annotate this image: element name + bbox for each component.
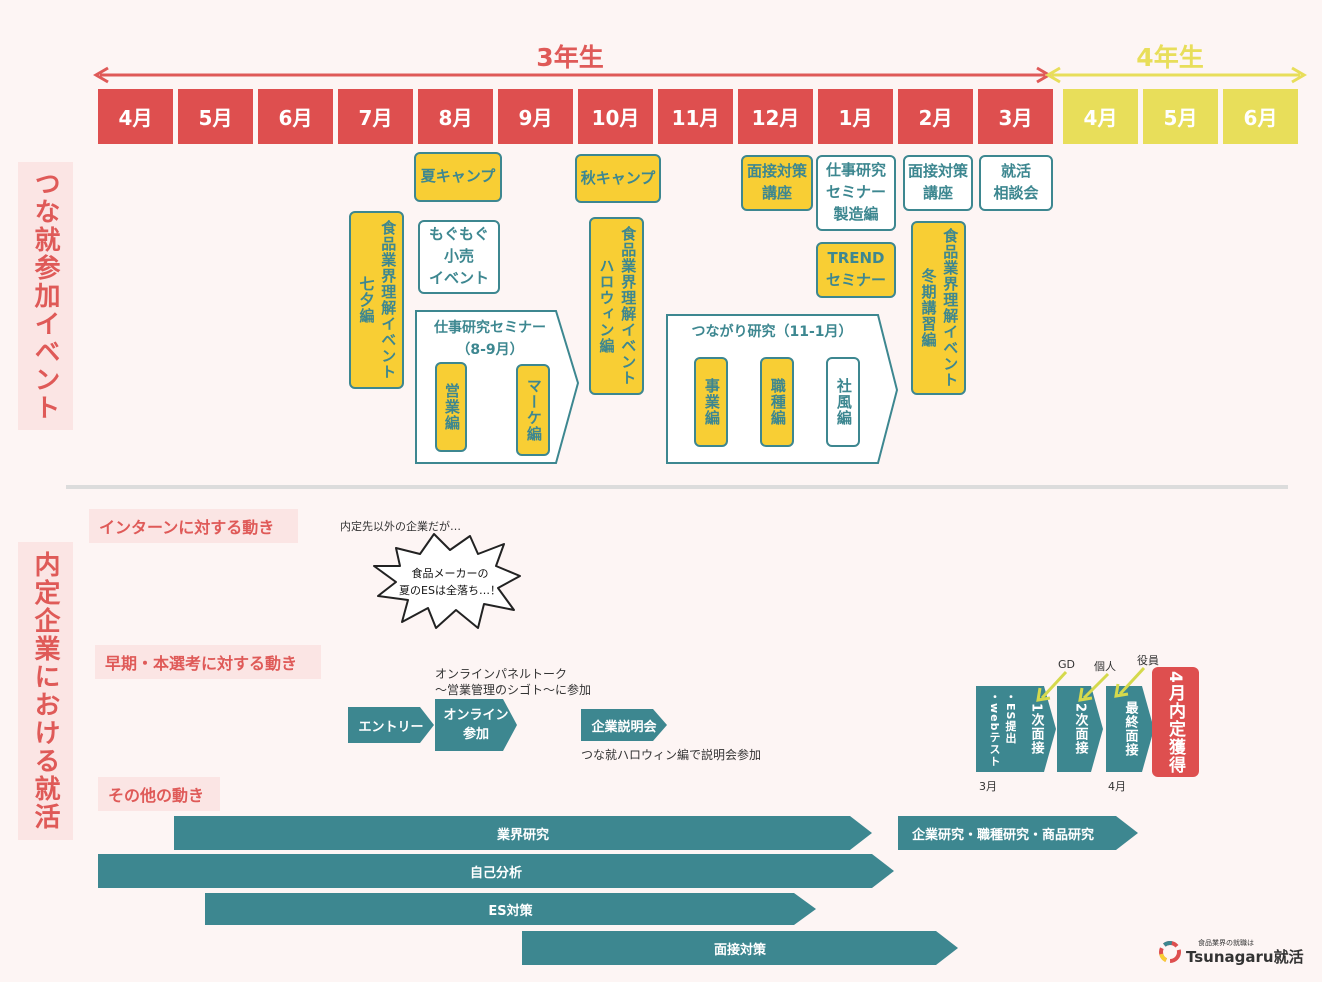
shokushu-label: 職種編 xyxy=(768,378,787,426)
setsumeikai-label: 企業説明会 xyxy=(591,719,657,735)
shigoto-seminar-title: 仕事研究セミナー xyxy=(434,320,546,336)
eigyo-label: 営業編 xyxy=(442,383,461,431)
intern-section-heading: インターンに対する動き xyxy=(89,509,298,543)
shokushu-box: 職種編 xyxy=(760,357,794,447)
setsumeikai-arrow: 企業説明会 xyxy=(581,709,667,741)
company-side-label: 内定企業における就活 xyxy=(18,542,73,840)
shigoto-seminar-period: （8-9月） xyxy=(456,341,524,358)
shokuhin-halloween-label: 食品業界理解イベントハロウィン編 xyxy=(597,226,638,386)
kigyo-kenkyu-label: 企業研究・職種研究・商品研究 xyxy=(912,827,1095,843)
shokuhin-winter-label: 食品業界理解イベント冬期講習編 xyxy=(919,228,960,388)
year-3-label: 3年生 xyxy=(536,43,604,72)
month-mar: 3月 xyxy=(978,89,1053,144)
other-section-heading: その他の動き xyxy=(98,777,220,811)
mentsetsu-course-box-1: 面接対策 講座 xyxy=(741,155,813,211)
second-interview-label: 2次面接 xyxy=(1072,702,1088,756)
event-group-outlines xyxy=(415,310,899,464)
es-taisaku-label: ES対策 xyxy=(488,903,533,919)
mogumogu-box: もぐもぐ 小売 イベント xyxy=(418,220,500,294)
year-arrows xyxy=(93,66,1307,84)
selection-pointer-arrows xyxy=(1036,666,1146,702)
first-interview-label: 1次面接 xyxy=(1028,702,1044,756)
shafu-box: 社風編 xyxy=(826,357,860,447)
logo-tagline: 食品業界の就職は xyxy=(1198,939,1254,947)
marketing-box: マーケ編 xyxy=(516,364,550,456)
final-interview-label: 最終面接 xyxy=(1122,701,1138,757)
month-apr-4: 4月 xyxy=(1063,89,1138,144)
setsumeikai-note: つな就ハロウィン編で説明会参加 xyxy=(581,748,762,762)
logo-icon xyxy=(1159,941,1181,963)
eigyo-box: 営業編 xyxy=(435,362,467,452)
jiko-bunseki-label: 自己分析 xyxy=(469,865,522,881)
yakuin-label: 役員 xyxy=(1137,654,1159,667)
month-dec: 12月 xyxy=(738,89,813,144)
shafu-label: 社風編 xyxy=(834,378,853,426)
month-nov: 11月 xyxy=(658,89,733,144)
tsunagari-title: つながり研究（11-1月） xyxy=(691,324,853,340)
month-jun-4: 6月 xyxy=(1223,89,1298,144)
autumn-camp-label: 秋キャンプ xyxy=(580,168,656,187)
april-label: 4月 xyxy=(1108,780,1126,793)
online-label: オンライン 参加 xyxy=(443,707,509,742)
mensetsu-taisaku-bar: 面接対策 xyxy=(522,931,958,965)
shigoto-seizo-box: 仕事研究 セミナー 製造編 xyxy=(816,155,896,231)
mogumogu-label: もぐもぐ 小売 イベント xyxy=(428,225,489,287)
summer-camp-label: 夏キャンプ xyxy=(420,167,496,186)
shokuhin-winter-box: 食品業界理解イベント冬期講習編 xyxy=(911,221,966,395)
autumn-camp-box: 秋キャンプ xyxy=(575,154,661,203)
shukatsu-soudan-label: 就活 相談会 xyxy=(993,162,1039,202)
gyokai-kenkyu-label: 業界研究 xyxy=(496,827,549,843)
month-oct: 10月 xyxy=(578,89,653,144)
year-4-label: 4年生 xyxy=(1136,43,1204,72)
intern-note: 内定先以外の企業だが… xyxy=(340,520,461,533)
naitei-label: 4月内定獲得 xyxy=(1165,670,1185,774)
online-note: オンラインパネルトーク ～営業管理のシゴト～に参加 xyxy=(435,667,592,698)
shokuhin-tanabata-label: 食品業界理解イベント七夕編 xyxy=(357,220,398,380)
events-side-label: つな就参加イベント xyxy=(18,162,73,430)
shokuhin-tanabata-box: 食品業界理解イベント七夕編 xyxy=(349,211,404,389)
trend-seminar-label: TREND セミナー xyxy=(825,249,886,289)
shokuhin-halloween-box: 食品業界理解イベントハロウィン編 xyxy=(589,217,644,395)
shigoto-seizo-label: 仕事研究 セミナー 製造編 xyxy=(825,161,886,223)
mentsetsu-course-label-2: 面接対策 講座 xyxy=(907,162,968,202)
logo-name: Tsunagaru就活 xyxy=(1186,948,1304,966)
naitei-box: 4月内定獲得 xyxy=(1152,667,1199,777)
kigyo-kenkyu-bar: 企業研究・職種研究・商品研究 xyxy=(898,816,1138,850)
month-may: 5月 xyxy=(178,89,253,144)
jigyo-box: 事業編 xyxy=(694,357,728,447)
jiko-bunseki-bar: 自己分析 xyxy=(98,854,894,888)
online-arrow: オンライン 参加 xyxy=(435,699,517,751)
month-jun: 6月 xyxy=(258,89,333,144)
early-section-heading: 早期・本選考に対する動き xyxy=(95,645,321,679)
es-taisaku-bar: ES対策 xyxy=(205,893,816,925)
month-aug: 8月 xyxy=(418,89,493,144)
month-jan: 1月 xyxy=(818,89,893,144)
month-apr: 4月 xyxy=(98,89,173,144)
summer-camp-box: 夏キャンプ xyxy=(414,152,502,202)
gyokai-kenkyu-bar: 業界研究 xyxy=(174,816,872,850)
shigoto-seminar-heading: 仕事研究セミナー （8-9月） xyxy=(416,318,564,361)
entry-arrow: エントリー xyxy=(348,707,434,743)
burst-bubble-text: 食品メーカーの 夏のESは全落ち…！ xyxy=(399,567,501,597)
trend-seminar-box: TREND セミナー xyxy=(816,242,896,298)
burst-bubble xyxy=(373,533,521,629)
kojin-label: 個人 xyxy=(1094,660,1116,673)
jigyo-label: 事業編 xyxy=(702,378,721,426)
logo: 食品業界の就職は Tsunagaru就活 xyxy=(1158,938,1308,966)
month-sep: 9月 xyxy=(498,89,573,144)
shukatsu-soudan-box: 就活 相談会 xyxy=(979,155,1053,211)
gd-label: GD xyxy=(1058,658,1075,671)
mensetsu-taisaku-label: 面接対策 xyxy=(713,942,766,958)
march-label: 3月 xyxy=(979,780,997,793)
month-feb: 2月 xyxy=(898,89,973,144)
month-jul: 7月 xyxy=(338,89,413,144)
mentsetsu-course-box-2: 面接対策 講座 xyxy=(903,155,973,211)
mentsetsu-course-label-1: 面接対策 講座 xyxy=(746,162,807,202)
marketing-label: マーケ編 xyxy=(524,378,543,442)
entry-label: エントリー xyxy=(358,719,424,735)
month-may-4: 5月 xyxy=(1143,89,1218,144)
es-test-label: ・ES提出 ・webテスト xyxy=(988,690,1017,768)
section-divider xyxy=(66,485,1288,489)
